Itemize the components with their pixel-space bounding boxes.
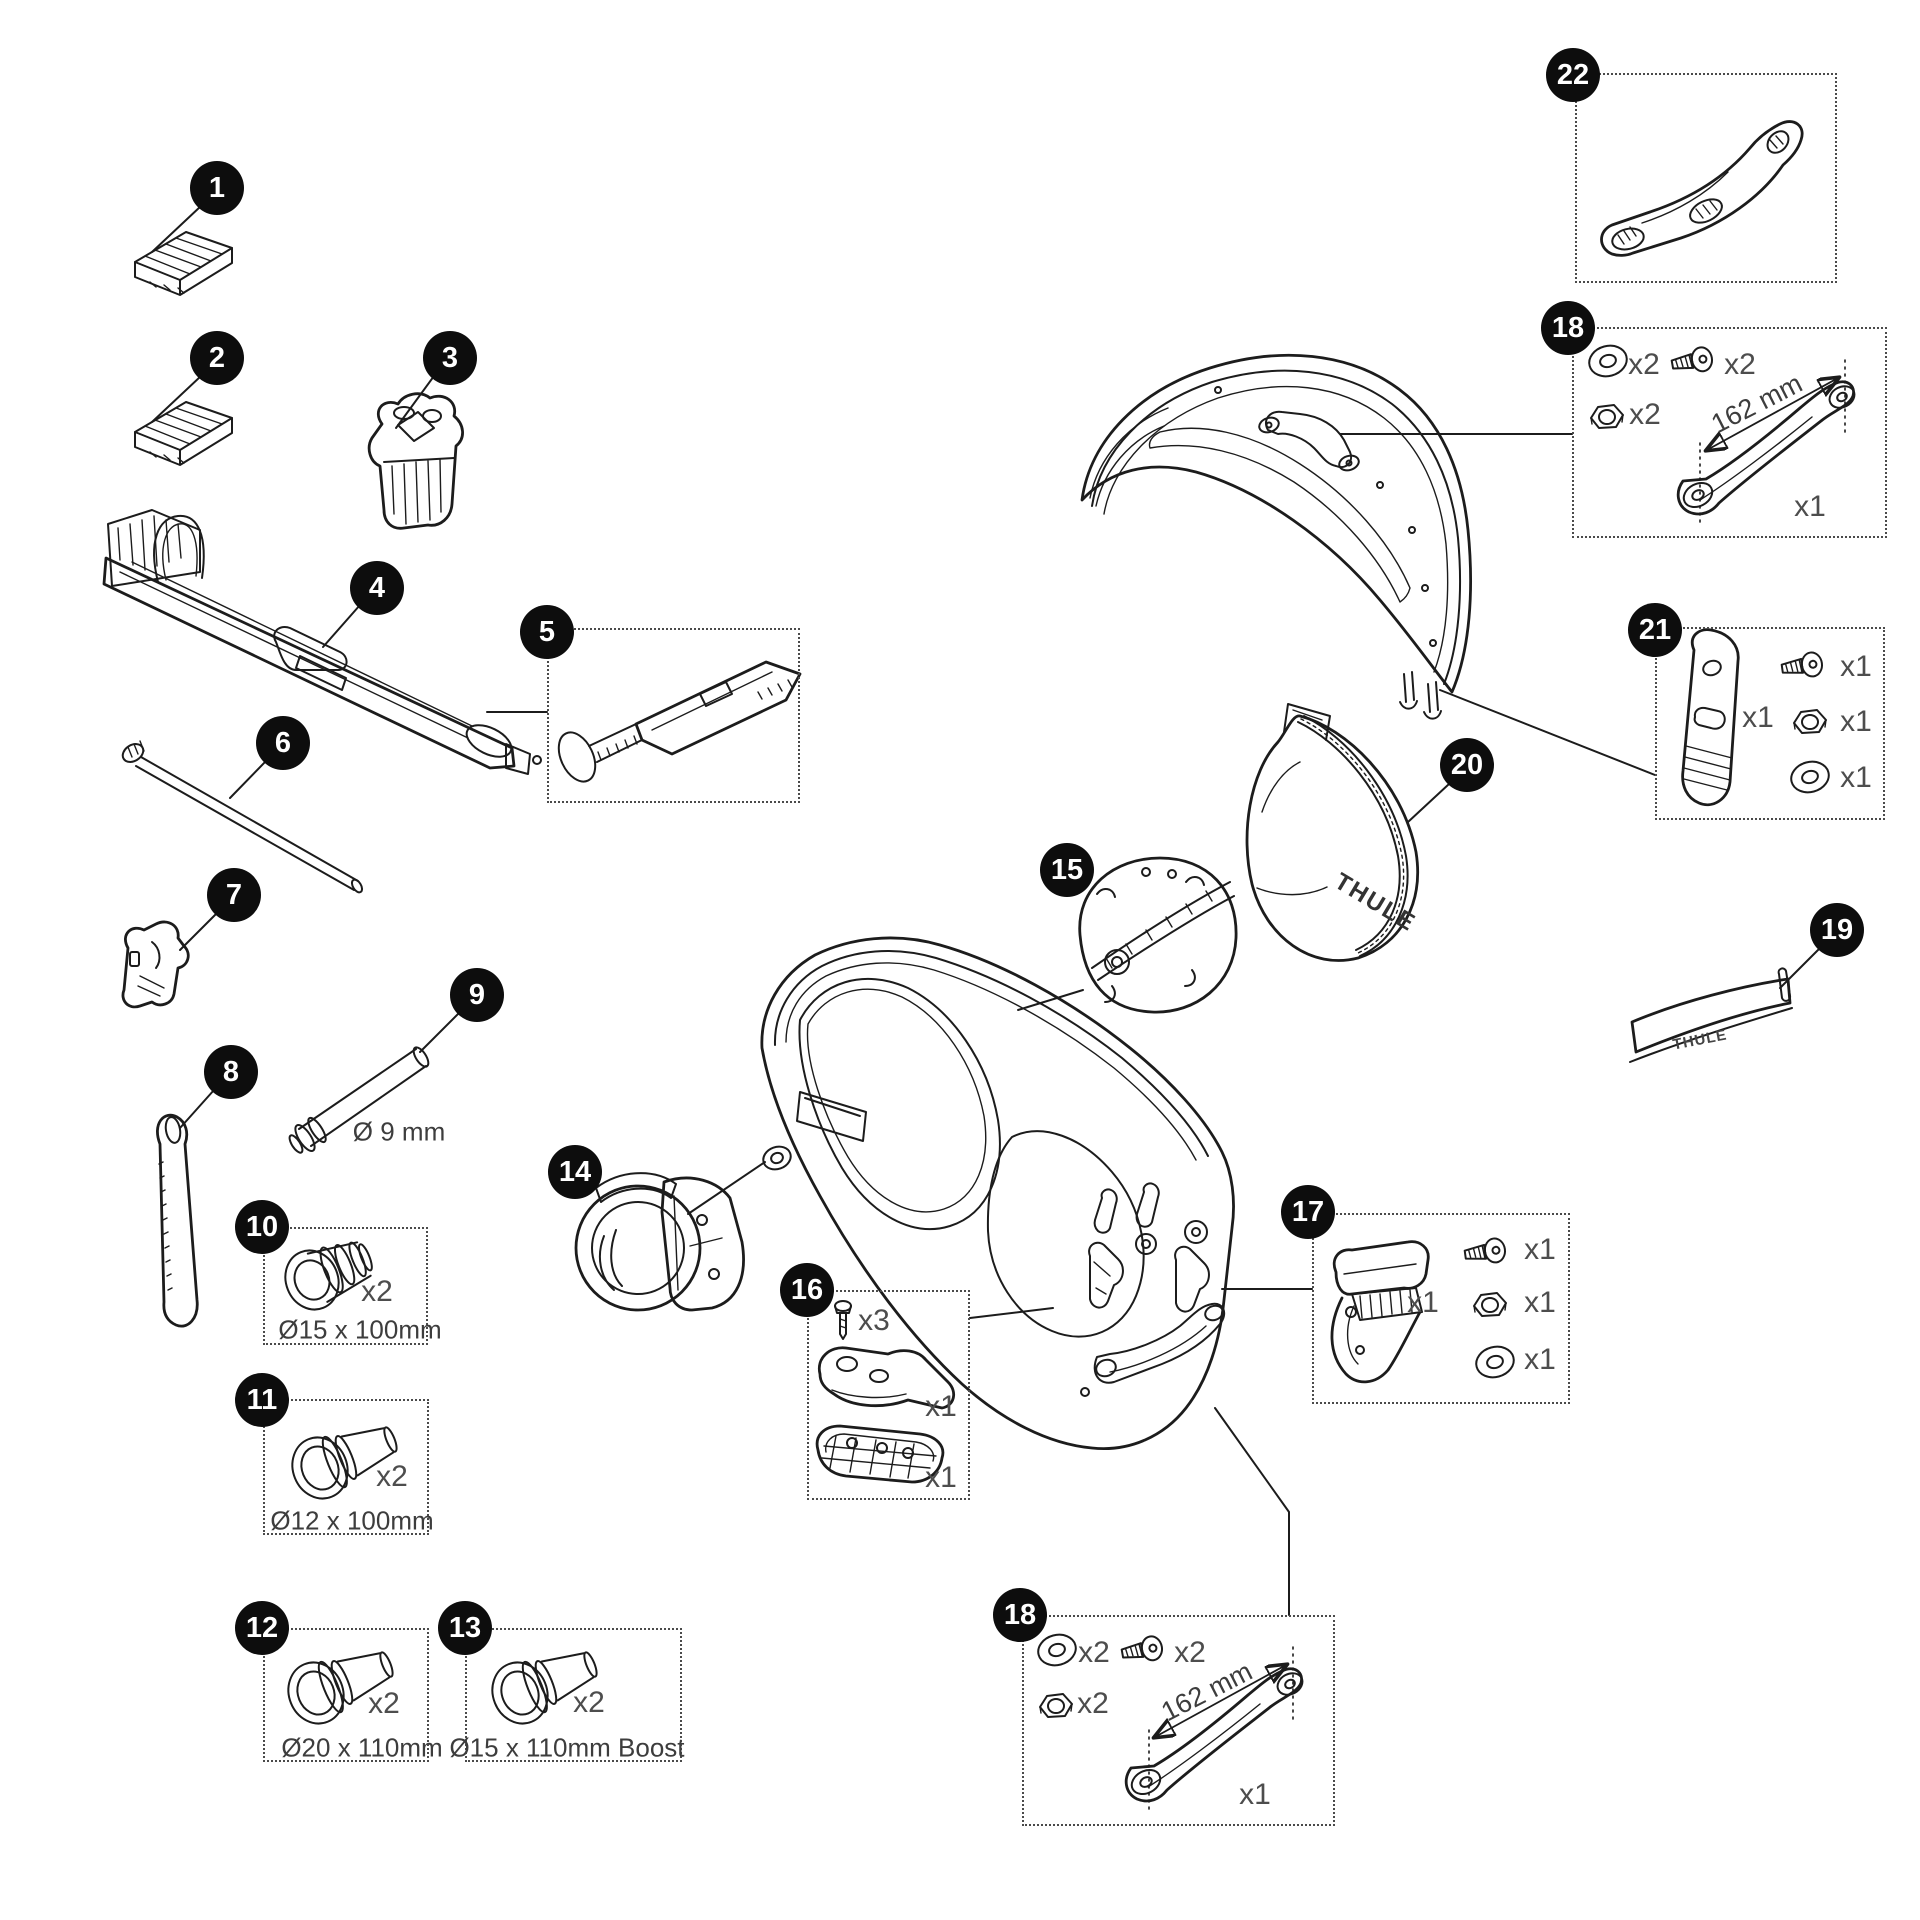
part-10-size-label: Ø15 x 100mm [278,1314,442,1345]
part-11-drawing [291,1426,398,1500]
part-17-nut-qty-label: x1 [1524,1286,1556,1319]
case-body-drawing [760,936,1235,1451]
callout-badge-11: 11 [235,1373,289,1427]
part-13-qty-label: x2 [573,1686,605,1719]
part-18-bottom-drawing [1033,1629,1308,1815]
part-17-screw-qty-label: x1 [1524,1233,1556,1266]
part-9-drawing [288,1046,430,1154]
part-box-22 [1575,73,1837,283]
part-box-13 [465,1628,682,1762]
callout-badge-20: 20 [1440,738,1494,792]
part-18-bottom-nut-qty-label: x2 [1077,1687,1109,1720]
part-6-drawing [121,740,364,894]
part-16-bracket-qty-label: x1 [925,1390,957,1423]
part-18-top-handle-qty-label: x1 [1794,490,1826,523]
part-1-drawing [134,231,233,296]
callout-badge-15: 15 [1040,843,1094,897]
part-14-drawing [574,1172,745,1312]
part-11-size-label: Ø12 x 100mm [270,1505,434,1536]
callout-badge-12: 12 [235,1601,289,1655]
callout-badge-6: 6 [256,716,310,770]
part-17-drawing [1330,1236,1519,1384]
callout-badge-18-bottom: 18 [993,1588,1047,1642]
part-20-drawing [1245,703,1419,962]
part-13-size-label: Ø15 x 110mm Boost [449,1732,685,1763]
part-4-drawing [102,509,542,775]
callout-badge-3: 3 [423,331,477,385]
part-18-top-screw-qty-label: x2 [1724,348,1756,381]
callout-badge-4: 4 [350,561,404,615]
callout-badge-8: 8 [204,1045,258,1099]
callout-badge-9: 9 [450,968,504,1022]
part-21-strap-qty-label: x1 [1742,701,1774,734]
callout-badge-21: 21 [1628,603,1682,657]
callout-badge-22: 22 [1546,48,1600,102]
part-box-11 [263,1399,429,1535]
callout-badge-19: 19 [1810,903,1864,957]
part-12-size-label: Ø20 x 110mm [281,1732,443,1763]
callout-badge-18-top: 18 [1541,301,1595,355]
part-7-drawing [121,920,190,1009]
callout-badge-2: 2 [190,331,244,385]
callout-badge-16: 16 [780,1263,834,1317]
part-2-drawing [134,401,233,466]
part-21-nut-qty-label: x1 [1840,705,1872,738]
callout-badge-10: 10 [235,1200,289,1254]
part-16-drawing [815,1300,956,1484]
part-22-drawing [1600,120,1804,257]
part-21-drawing [1681,628,1834,807]
part-17-washer-qty-label: x1 [1524,1343,1556,1376]
part-box-12 [263,1628,429,1762]
callout-badge-5: 5 [520,605,574,659]
part-18-bottom-handle-qty-label: x1 [1239,1778,1271,1811]
part-18-bottom-screw-qty-label: x2 [1174,1636,1206,1669]
part-18-bottom-washer-qty-label: x2 [1078,1636,1110,1669]
part-21-screw-qty-label: x1 [1840,650,1872,683]
part-11-qty-label: x2 [376,1460,408,1493]
part-box-10 [263,1227,428,1345]
part-16-screw-qty-label: x3 [858,1304,890,1337]
callout-badge-14: 14 [548,1145,602,1199]
part-5-drawing [557,660,802,783]
part-12-drawing [287,1651,394,1725]
callout-badge-1: 1 [190,161,244,215]
small-screw-icon [834,1300,852,1340]
callout-badge-7: 7 [207,868,261,922]
part-18-top-nut-qty-label: x2 [1629,398,1661,431]
part-17-buckle-qty-label: x1 [1407,1286,1439,1319]
part-15-drawing [1078,856,1238,1014]
part-10-drawing [284,1241,373,1311]
part-12-qty-label: x2 [368,1687,400,1720]
part-box-21 [1655,627,1885,820]
case-lid-drawing [1080,353,1472,720]
part-box-18-bottom [1022,1615,1335,1826]
part-box-16 [807,1290,970,1500]
part-box-17 [1312,1213,1570,1404]
part-box-5 [547,628,800,803]
leader-lines [151,205,1821,1616]
part-16-plate-qty-label: x1 [925,1461,957,1494]
callout-badge-13: 13 [438,1601,492,1655]
part-13-drawing [491,1651,598,1725]
part-8-drawing [156,1113,199,1328]
part-box-18-top [1572,327,1887,538]
part-3-drawing [367,392,464,530]
callout-badge-17: 17 [1281,1185,1335,1239]
part-10-qty-label: x2 [361,1275,393,1308]
part-18-top-washer-qty-label: x2 [1628,348,1660,381]
part-19-drawing [1629,967,1793,1063]
part-18-top-drawing [1584,340,1860,528]
part-9-diameter-label: Ø 9 mm [352,1116,446,1147]
part-21-washer-qty-label: x1 [1840,761,1872,794]
